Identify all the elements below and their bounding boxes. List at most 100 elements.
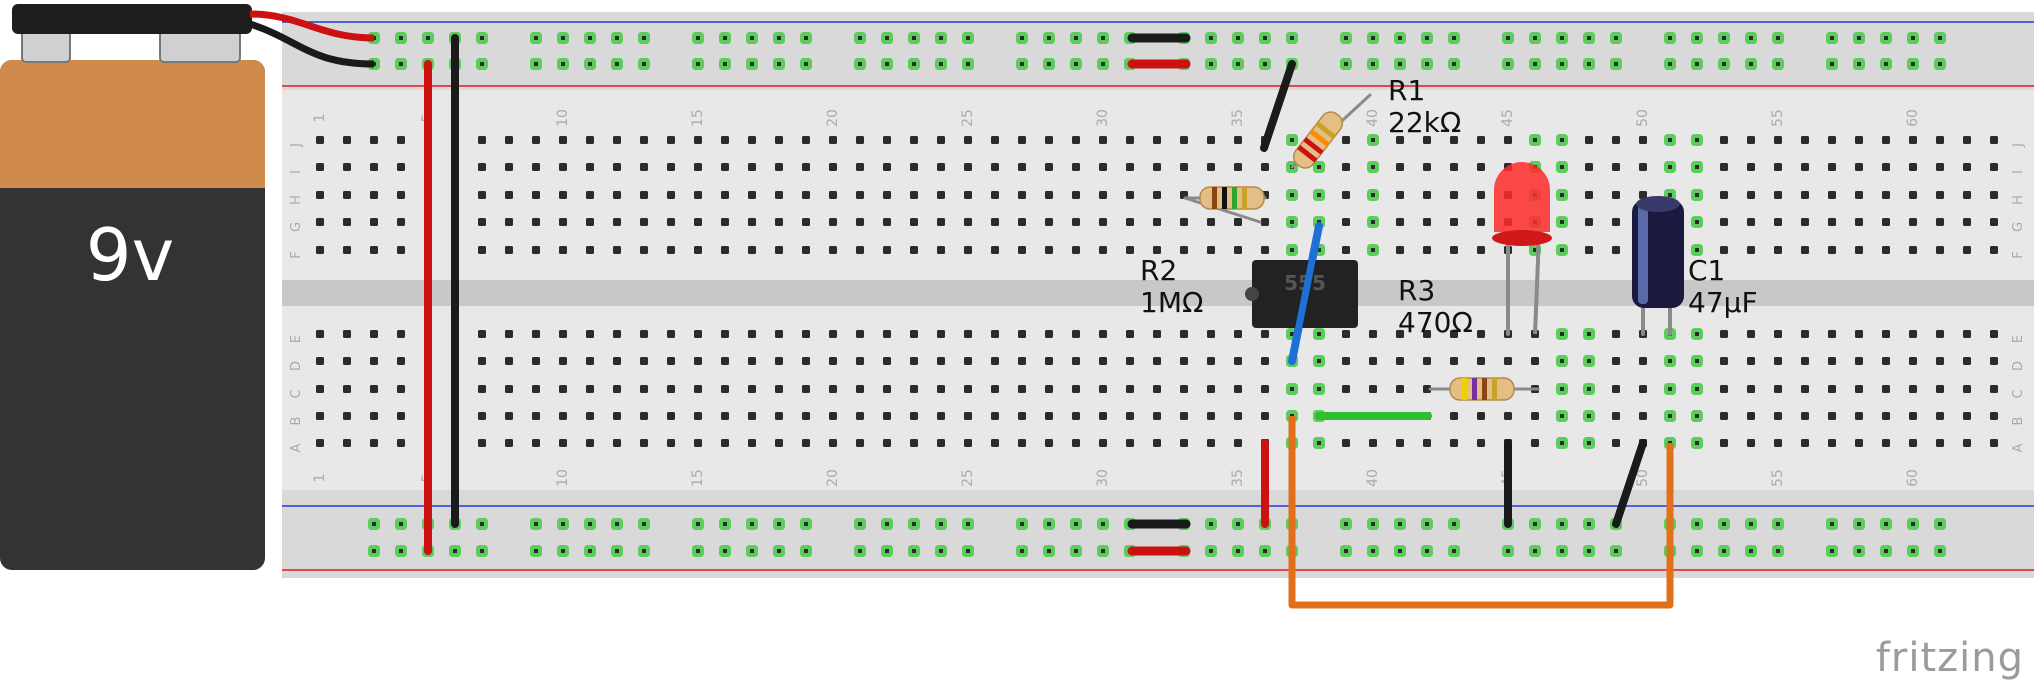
hole xyxy=(1153,163,1161,171)
hole xyxy=(613,385,621,393)
hole xyxy=(1882,246,1890,254)
rail-hole xyxy=(1826,32,1838,44)
rail-hole xyxy=(1610,545,1622,557)
hole xyxy=(478,439,486,447)
hole xyxy=(1774,163,1782,171)
hole xyxy=(829,330,837,338)
hole xyxy=(397,163,405,171)
hole xyxy=(991,246,999,254)
rail-hole xyxy=(476,518,488,530)
hole xyxy=(397,412,405,420)
hole xyxy=(775,385,783,393)
hole xyxy=(748,136,756,144)
hole xyxy=(991,357,999,365)
hole xyxy=(1691,437,1703,449)
hole xyxy=(802,385,810,393)
hole xyxy=(937,412,945,420)
rail-hole xyxy=(719,32,731,44)
hole xyxy=(1691,161,1703,173)
hole xyxy=(1477,246,1485,254)
hole xyxy=(397,136,405,144)
column-number-bottom: 55 xyxy=(1770,469,1786,487)
column-number-bottom: 10 xyxy=(555,469,571,487)
hole xyxy=(802,191,810,199)
hole xyxy=(1018,246,1026,254)
column-number-bottom: 25 xyxy=(960,469,976,487)
hole xyxy=(1909,330,1917,338)
hole xyxy=(1747,412,1755,420)
hole xyxy=(667,191,675,199)
hole xyxy=(1556,410,1568,422)
hole xyxy=(1828,412,1836,420)
hole xyxy=(1045,218,1053,226)
column-number-top: 10 xyxy=(555,109,571,127)
rail-hole xyxy=(1448,545,1460,557)
hole xyxy=(316,163,324,171)
hole xyxy=(1207,246,1215,254)
hole xyxy=(721,412,729,420)
rail-hole xyxy=(1340,545,1352,557)
hole xyxy=(370,412,378,420)
column-number-top: 30 xyxy=(1095,109,1111,127)
hole xyxy=(1963,246,1971,254)
hole xyxy=(1045,191,1053,199)
hole xyxy=(397,218,405,226)
hole xyxy=(505,163,513,171)
hole xyxy=(316,136,324,144)
rail-hole xyxy=(368,518,380,530)
hole xyxy=(1261,385,1269,393)
hole xyxy=(1855,330,1863,338)
row-letter-left: G xyxy=(289,222,304,232)
hole xyxy=(1369,385,1377,393)
hole xyxy=(964,218,972,226)
hole xyxy=(1801,412,1809,420)
hole xyxy=(505,191,513,199)
rail-hole xyxy=(1394,545,1406,557)
hole xyxy=(586,357,594,365)
rail-hole xyxy=(584,545,596,557)
hole xyxy=(721,330,729,338)
rail-hole xyxy=(773,545,785,557)
hole xyxy=(1612,163,1620,171)
rail-hole xyxy=(1772,32,1784,44)
hole xyxy=(1126,246,1134,254)
hole xyxy=(910,439,918,447)
hole xyxy=(1126,218,1134,226)
row-letter-left: D xyxy=(289,361,304,371)
hole xyxy=(1072,246,1080,254)
hole xyxy=(1072,439,1080,447)
hole xyxy=(370,330,378,338)
hole xyxy=(1612,136,1620,144)
rail-hole xyxy=(1259,32,1271,44)
rail-hole xyxy=(773,58,785,70)
hole xyxy=(532,191,540,199)
hole xyxy=(694,439,702,447)
hole xyxy=(1936,439,1944,447)
hole xyxy=(667,357,675,365)
hole xyxy=(1774,330,1782,338)
hole xyxy=(1072,163,1080,171)
hole xyxy=(1801,385,1809,393)
hole xyxy=(748,246,756,254)
hole xyxy=(1801,163,1809,171)
hole xyxy=(1072,357,1080,365)
hole xyxy=(1261,412,1269,420)
hole xyxy=(1180,439,1188,447)
hole xyxy=(721,246,729,254)
rail-hole xyxy=(1880,545,1892,557)
hole xyxy=(1099,439,1107,447)
hole xyxy=(1367,161,1379,173)
hole xyxy=(1286,189,1298,201)
hole xyxy=(1261,218,1269,226)
hole xyxy=(316,246,324,254)
hole xyxy=(1207,136,1215,144)
hole xyxy=(883,439,891,447)
hole xyxy=(1396,330,1404,338)
hole xyxy=(1261,163,1269,171)
hole xyxy=(802,439,810,447)
rail-hole xyxy=(1232,32,1244,44)
r1-label: R1 22kΩ xyxy=(1388,75,1461,139)
hole xyxy=(1099,412,1107,420)
rail-hole xyxy=(557,545,569,557)
hole xyxy=(343,191,351,199)
